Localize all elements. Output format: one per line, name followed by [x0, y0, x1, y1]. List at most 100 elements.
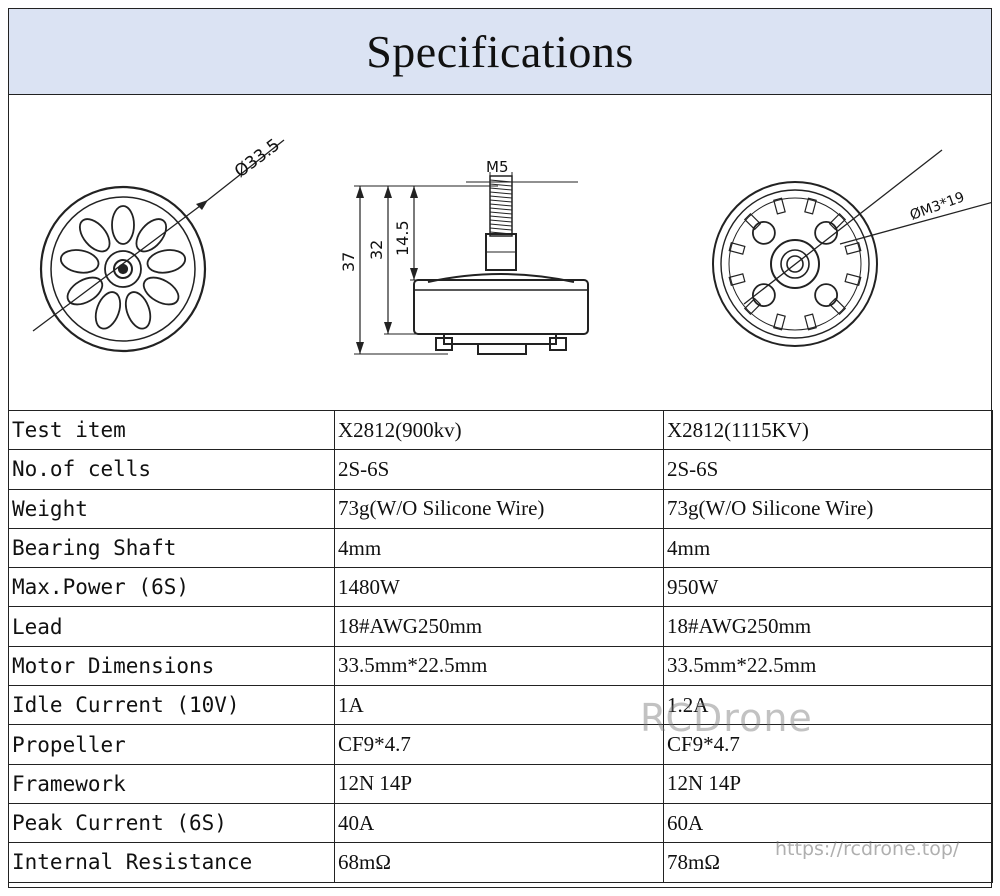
value-cell-model-2: 73g(W/O Silicone Wire): [663, 488, 993, 529]
thread-line: [489, 207, 513, 211]
mount-hole: [814, 283, 839, 308]
value-cell-model-2: 18#AWG250mm: [663, 606, 993, 647]
stator-slot: [773, 313, 786, 331]
height-total-label: 37: [339, 252, 358, 272]
value-cell-model-1: 1A: [334, 685, 664, 726]
value-cell-model-2: CF9*4.7: [663, 724, 993, 765]
value-cell-model-1: 1480W: [334, 567, 664, 608]
value-cell-model-2: 60A: [663, 802, 993, 844]
value-cell-model-2: X2812(1115KV): [663, 409, 993, 451]
row-label-cell: Lead: [8, 606, 335, 647]
motor-drawings-svg: Ø33.5: [32, 135, 1000, 355]
thread-line: [489, 219, 513, 223]
mount-label: ØM3*19: [908, 189, 967, 223]
height-shaft-label: 14.5: [393, 220, 412, 256]
thread-line: [489, 211, 513, 215]
rotor-petal: [135, 218, 168, 253]
title-bar: Specifications: [8, 8, 992, 95]
row-label-cell: Peak Current (6S): [8, 802, 335, 844]
rotor-petal: [94, 291, 122, 330]
value-cell-model-2: 33.5mm*22.5mm: [663, 645, 993, 687]
mount-hole: [814, 220, 839, 245]
value-cell-model-1: 4mm: [334, 527, 664, 569]
value-cell-model-1: 12N 14P: [334, 763, 664, 804]
mount-hole: [751, 220, 776, 245]
rotor-petal: [66, 276, 104, 306]
thread-line: [489, 215, 513, 219]
thread-line: [489, 183, 513, 187]
stator-slot: [728, 273, 746, 286]
row-label-cell: Idle Current (10V): [8, 685, 335, 726]
row-label-cell: Internal Resistance: [8, 842, 335, 883]
value-cell-model-2: 78mΩ: [663, 842, 993, 883]
brand-watermark: RCDrone: [640, 696, 813, 740]
value-cell-model-2: 2S-6S: [663, 449, 993, 490]
value-cell-model-1: 18#AWG250mm: [334, 606, 664, 647]
thread-line: [489, 195, 513, 199]
row-label-cell: Bearing Shaft: [8, 527, 335, 569]
value-cell-model-1: 2S-6S: [334, 449, 664, 490]
thread-line: [489, 223, 513, 227]
stator-slot: [804, 197, 817, 215]
thread-line: [489, 187, 513, 191]
mount-hole: [751, 283, 776, 308]
rotor-petal: [78, 218, 111, 253]
value-cell-model-2: 1.2A: [663, 685, 993, 726]
stator-slot: [804, 313, 817, 331]
rotor-petal: [111, 205, 135, 245]
shaft-thread-label: M5: [486, 158, 509, 176]
rotor-petal: [124, 291, 152, 330]
row-label-cell: No.of cells: [8, 449, 335, 490]
motor-drawings: Ø33.5: [8, 94, 1000, 410]
height-body-label: 32: [367, 240, 386, 260]
value-cell-model-1: CF9*4.7: [334, 724, 664, 765]
thread-line: [489, 227, 513, 231]
value-cell-model-1: 68mΩ: [334, 842, 664, 883]
stator-slot: [773, 197, 786, 215]
stator-slot: [743, 212, 762, 231]
row-label-cell: Framework: [8, 763, 335, 804]
stator-slot: [844, 242, 862, 255]
url-watermark: https://rcdrone.top/: [775, 838, 960, 860]
value-cell-model-1: 33.5mm*22.5mm: [334, 645, 664, 687]
stator-slot: [844, 273, 862, 286]
row-label-cell: Max.Power (6S): [8, 567, 335, 608]
rotor-petal: [59, 249, 100, 274]
thread-line: [489, 199, 513, 203]
rotor-petal: [142, 276, 180, 306]
thread-line: [489, 203, 513, 207]
value-cell-model-2: 12N 14P: [663, 763, 993, 804]
front-diameter-label: Ø33.5: [231, 135, 284, 182]
row-label-cell: Motor Dimensions: [8, 645, 335, 687]
value-cell-model-1: X2812(900kv): [334, 409, 664, 451]
front-view-drawing: [32, 139, 285, 353]
rotor-petal: [146, 249, 187, 274]
stator-slot: [728, 242, 746, 255]
row-label-cell: Test item: [8, 409, 335, 451]
row-label-cell: Weight: [8, 488, 335, 529]
value-cell-model-1: 73g(W/O Silicone Wire): [334, 488, 664, 529]
stator-slot: [828, 297, 847, 316]
page-title: Specifications: [366, 26, 634, 77]
stator-slot: [828, 212, 847, 231]
rear-view-drawing: [712, 149, 1000, 347]
thread-line: [489, 191, 513, 195]
side-view-drawing: [354, 172, 589, 355]
stator-slot: [743, 297, 762, 316]
value-cell-model-2: 950W: [663, 567, 993, 608]
row-label-cell: Propeller: [8, 724, 335, 765]
value-cell-model-2: 4mm: [663, 527, 993, 569]
